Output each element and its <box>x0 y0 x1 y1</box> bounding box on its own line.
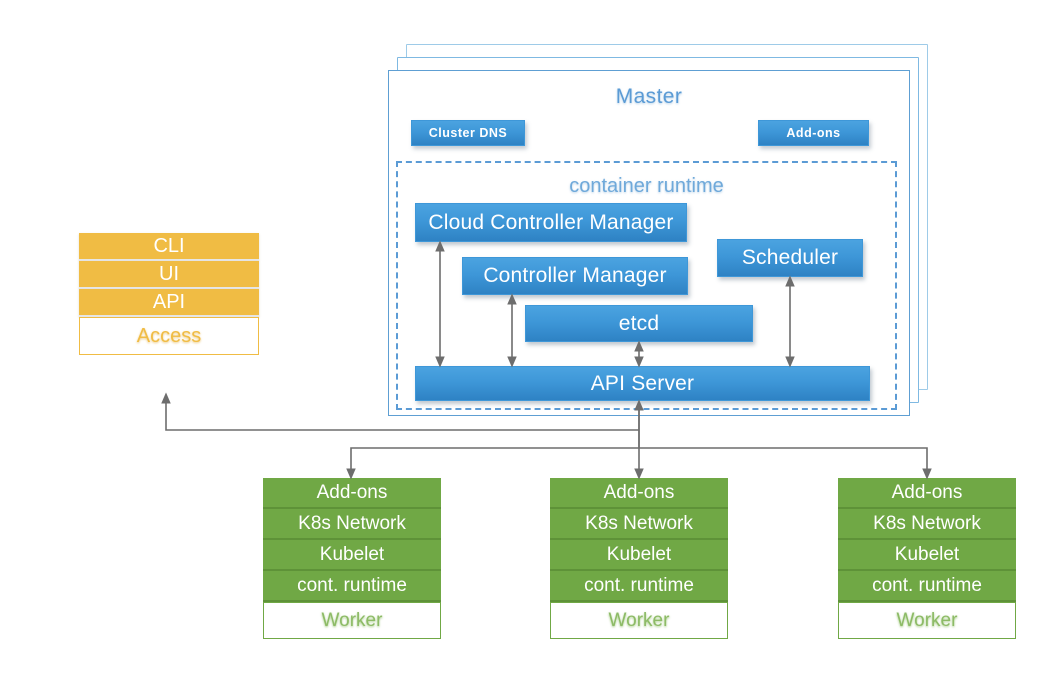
worker-node-1: Add-ons K8s Network Kubelet cont. runtim… <box>263 478 441 639</box>
worker-2-layer-k8s-network[interactable]: K8s Network <box>550 509 728 540</box>
worker-3-layer-kubelet[interactable]: Kubelet <box>838 540 1016 571</box>
access-layer-api[interactable]: API <box>79 289 259 317</box>
worker-1-layer-addons[interactable]: Add-ons <box>263 478 441 509</box>
container-runtime-box: container runtime <box>396 161 897 410</box>
worker-2-footer: Worker <box>550 602 728 639</box>
worker-node-2: Add-ons K8s Network Kubelet cont. runtim… <box>550 478 728 639</box>
access-stack: CLI UI API Access <box>79 233 259 355</box>
master-addons-box[interactable]: Add-ons <box>758 120 869 146</box>
worker-3-layer-cont-runtime[interactable]: cont. runtime <box>838 571 1016 602</box>
scheduler-box[interactable]: Scheduler <box>717 239 863 277</box>
cluster-dns-box[interactable]: Cluster DNS <box>411 120 525 146</box>
etcd-box[interactable]: etcd <box>525 305 753 342</box>
api-server-box[interactable]: API Server <box>415 366 870 401</box>
connector-bus-worker-3 <box>639 447 932 480</box>
worker-1-layer-cont-runtime[interactable]: cont. runtime <box>263 571 441 602</box>
worker-1-footer: Worker <box>263 602 441 639</box>
access-layer-ui[interactable]: UI <box>79 261 259 289</box>
worker-3-layer-addons[interactable]: Add-ons <box>838 478 1016 509</box>
worker-2-layer-kubelet[interactable]: Kubelet <box>550 540 728 571</box>
worker-2-layer-addons[interactable]: Add-ons <box>550 478 728 509</box>
worker-2-layer-cont-runtime[interactable]: cont. runtime <box>550 571 728 602</box>
worker-3-layer-k8s-network[interactable]: K8s Network <box>838 509 1016 540</box>
worker-1-layer-k8s-network[interactable]: K8s Network <box>263 509 441 540</box>
cloud-controller-manager-box[interactable]: Cloud Controller Manager <box>415 203 687 242</box>
controller-manager-box[interactable]: Controller Manager <box>462 257 688 295</box>
access-footer: Access <box>79 317 259 355</box>
access-layer-cli[interactable]: CLI <box>79 233 259 261</box>
worker-3-footer: Worker <box>838 602 1016 639</box>
worker-1-layer-kubelet[interactable]: Kubelet <box>263 540 441 571</box>
connector-bus-worker-1 <box>346 447 639 480</box>
worker-node-3: Add-ons K8s Network Kubelet cont. runtim… <box>838 478 1016 639</box>
master-title: Master <box>615 85 683 108</box>
container-runtime-title: container runtime <box>569 175 724 197</box>
